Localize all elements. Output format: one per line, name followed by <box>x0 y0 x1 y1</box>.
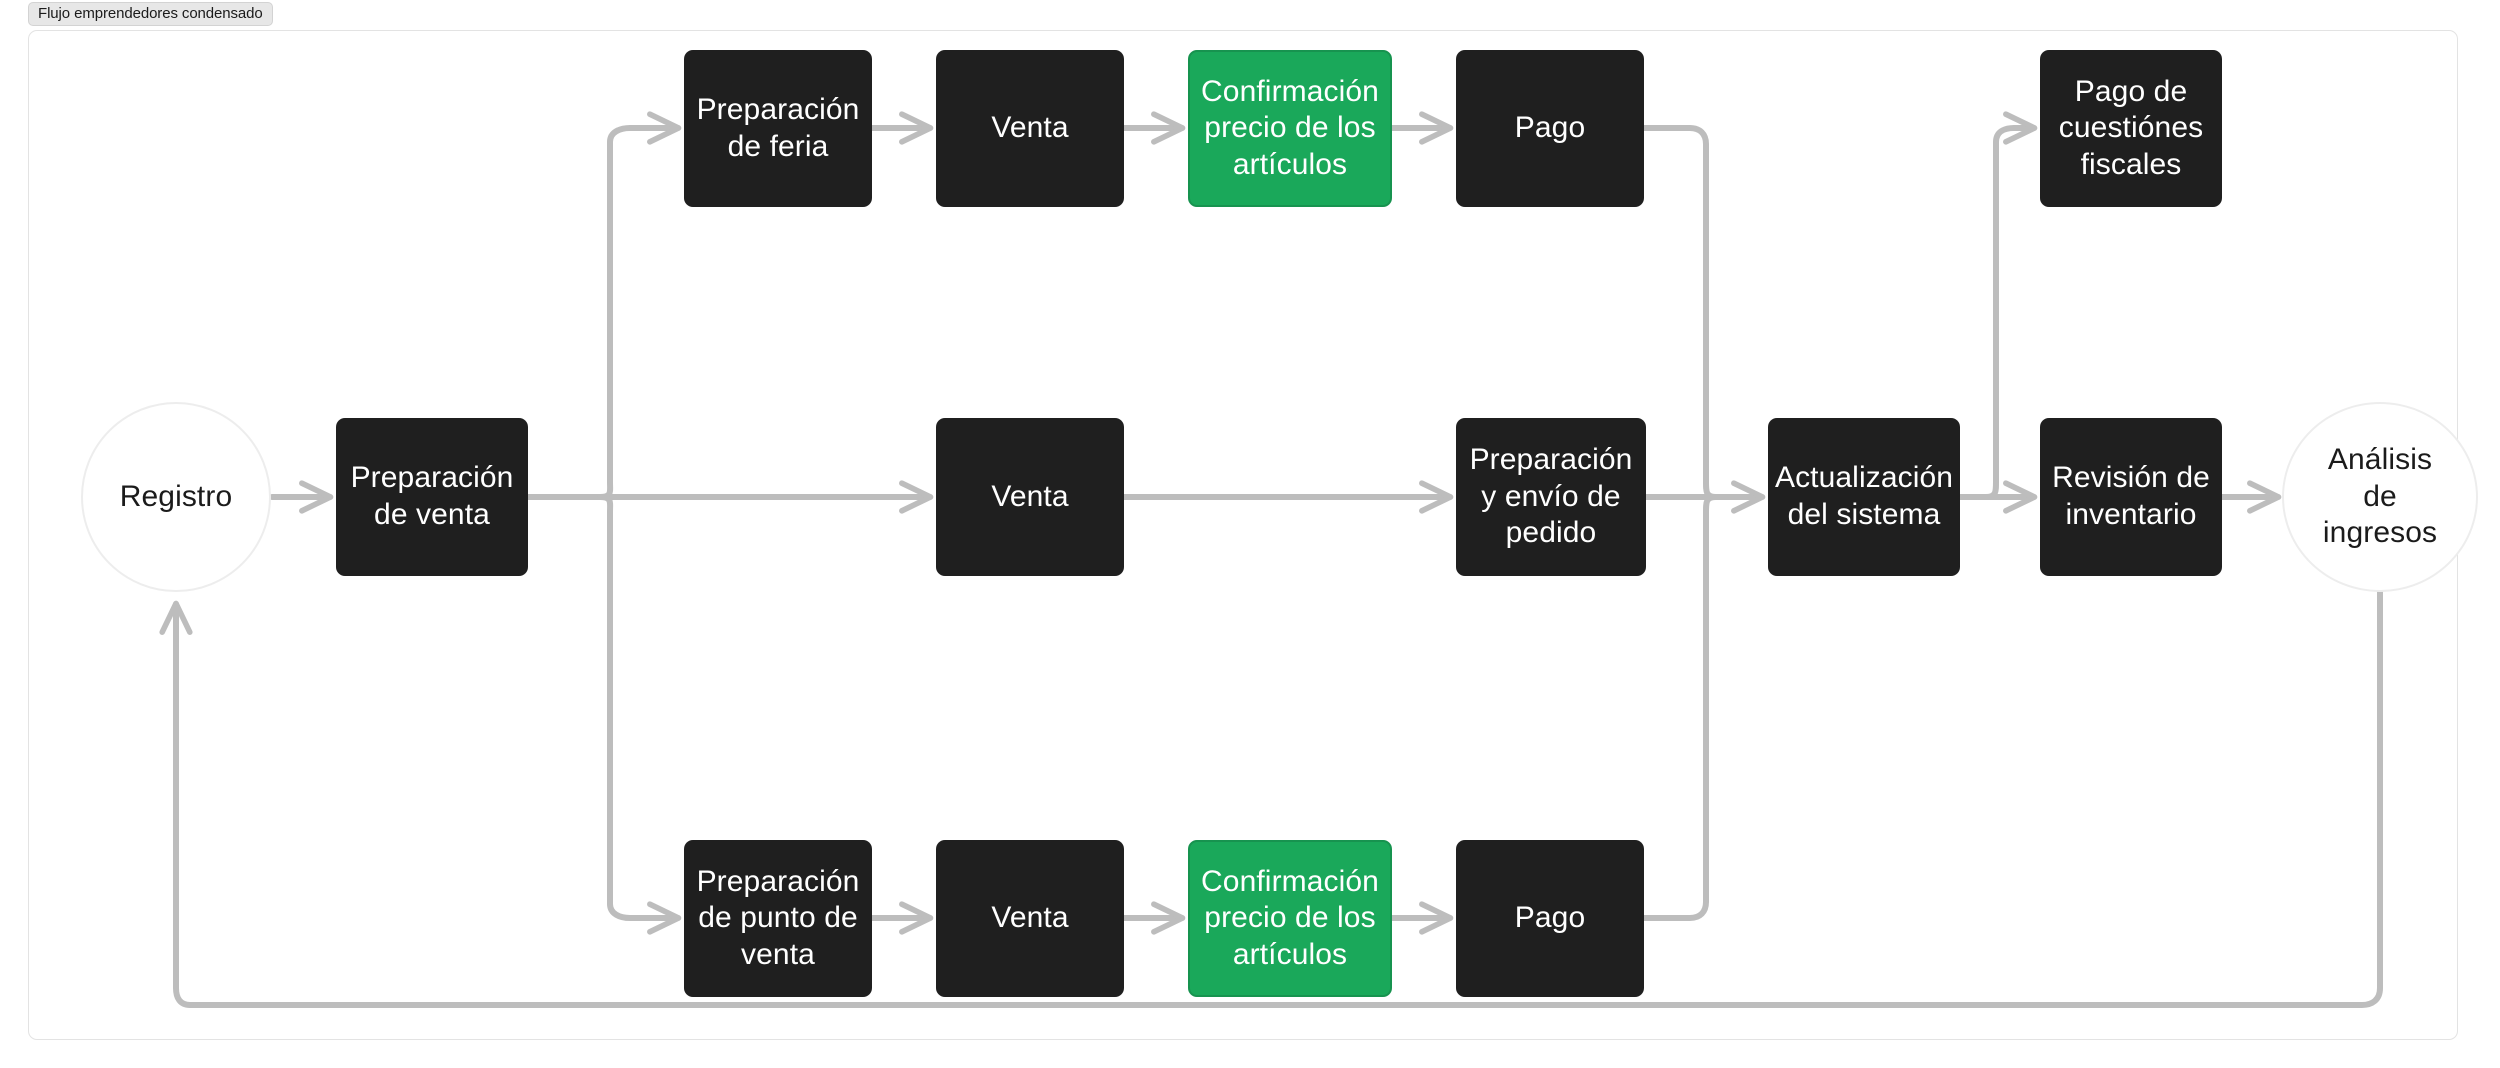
node-confirmacion-precio-bottom[interactable]: Confirmación precio de los artículos <box>1188 840 1392 997</box>
node-registro-label: Registro <box>119 479 233 513</box>
node-actualizacion-line1: Actualización <box>1774 461 1954 495</box>
node-venta-bottom[interactable]: Venta <box>936 840 1124 997</box>
node-preparacion-de-punto-de-venta[interactable]: Preparación de punto de venta <box>684 840 872 997</box>
node-analisis-line2: de <box>2363 479 2397 513</box>
node-revision-line1: Revisión de <box>2052 461 2210 495</box>
node-preparacion-y-envio-line3: pedido <box>1505 516 1597 550</box>
node-preparacion-de-venta[interactable]: Preparación de venta <box>336 418 528 576</box>
node-pago-bottom[interactable]: Pago <box>1456 840 1644 997</box>
node-pago-de-cuestiones-fiscales[interactable]: Pago de cuestiónes fiscales <box>2040 50 2222 207</box>
node-pago-fiscal-line1: Pago de <box>2074 74 2188 108</box>
node-preparacion-pdv-line2: de punto de <box>698 901 858 935</box>
node-analisis-de-ingresos[interactable]: Análisis de ingresos <box>2282 402 2478 592</box>
node-confirmacion-precio-top-line1: Confirmación <box>1201 74 1379 108</box>
diagram-title-tab[interactable]: Flujo emprendedores condensado <box>28 2 273 26</box>
node-pago-top-label: Pago <box>1514 111 1586 145</box>
node-confirmacion-precio-bottom-line3: artículos <box>1232 937 1348 971</box>
node-preparacion-de-venta-line1: Preparación <box>350 461 514 495</box>
node-venta-top[interactable]: Venta <box>936 50 1124 207</box>
node-venta-middle-label: Venta <box>991 479 1069 513</box>
node-revision-de-inventario[interactable]: Revisión de inventario <box>2040 418 2222 576</box>
node-pago-bottom-label: Pago <box>1514 901 1586 935</box>
node-venta-bottom-label: Venta <box>991 901 1069 935</box>
node-actualizacion-line2: del sistema <box>1787 498 1941 531</box>
node-confirmacion-precio-bottom-line2: precio de los <box>1204 901 1376 935</box>
node-preparacion-y-envio-de-pedido[interactable]: Preparación y envío de pedido <box>1456 418 1646 576</box>
node-preparacion-pdv-line3: venta <box>741 937 815 971</box>
node-venta-middle[interactable]: Venta <box>936 418 1124 576</box>
node-preparacion-de-venta-line2: de venta <box>374 498 490 531</box>
node-preparacion-de-feria-line2: de feria <box>727 129 829 163</box>
node-preparacion-de-feria-line1: Preparación <box>696 92 860 126</box>
node-confirmacion-precio-top-line3: artículos <box>1232 147 1348 181</box>
node-pago-fiscal-line2: cuestiónes <box>2058 111 2204 145</box>
node-preparacion-y-envio-line1: Preparación <box>1469 443 1633 477</box>
node-actualizacion-del-sistema[interactable]: Actualización del sistema <box>1768 418 1960 576</box>
node-pago-top[interactable]: Pago <box>1456 50 1644 207</box>
node-confirmacion-precio-top[interactable]: Confirmación precio de los artículos <box>1188 50 1392 207</box>
node-confirmacion-precio-bottom-line1: Confirmación <box>1201 864 1379 898</box>
node-preparacion-y-envio-line2: y envío de <box>1481 479 1621 513</box>
node-pago-fiscal-line3: fiscales <box>2080 147 2182 181</box>
node-confirmacion-precio-top-line2: precio de los <box>1204 111 1376 145</box>
node-revision-line2: inventario <box>2065 498 2197 531</box>
node-venta-top-label: Venta <box>991 111 1069 145</box>
node-registro[interactable]: Registro <box>81 402 271 592</box>
node-preparacion-pdv-line1: Preparación <box>696 864 860 898</box>
node-analisis-line1: Análisis <box>2327 443 2433 477</box>
node-preparacion-de-feria[interactable]: Preparación de feria <box>684 50 872 207</box>
node-analisis-line3: ingresos <box>2322 516 2438 550</box>
